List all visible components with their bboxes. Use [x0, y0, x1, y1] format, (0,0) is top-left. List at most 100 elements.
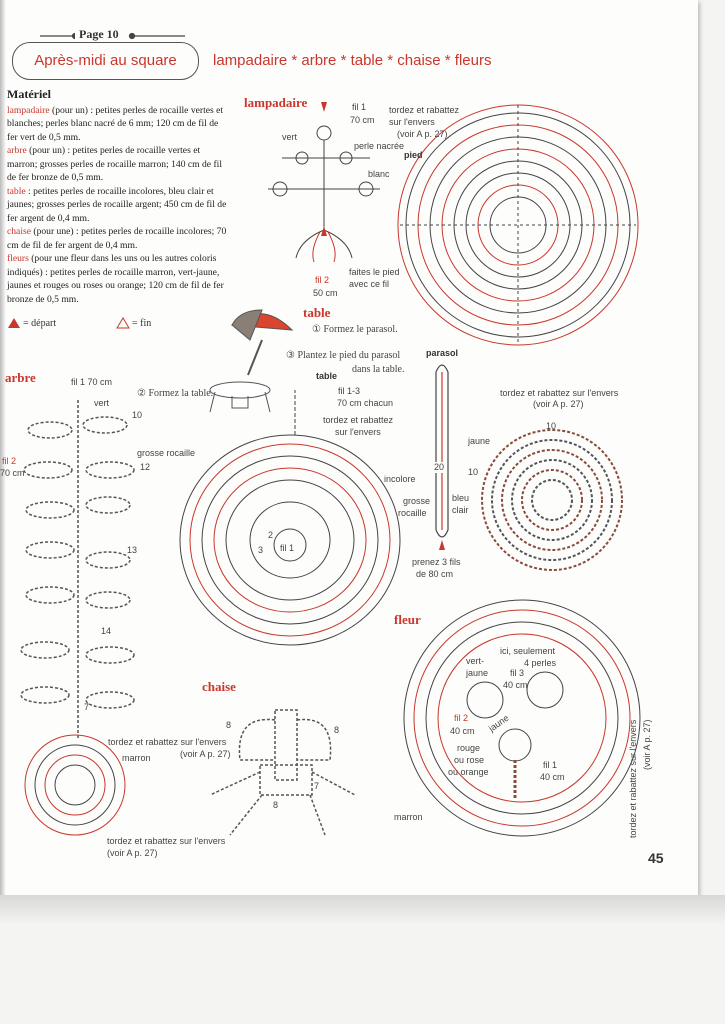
label: vert	[94, 398, 110, 408]
parasol-diagram	[435, 364, 449, 550]
label: 4 perles	[524, 658, 557, 668]
label: jaune	[466, 668, 489, 678]
label: (voir A p. 27)	[180, 749, 231, 759]
label: fil 1	[352, 102, 367, 112]
label: tordez et rabattez	[389, 105, 460, 115]
page-title: Après-midi au square	[34, 52, 177, 69]
label: 70 cm chacun	[337, 398, 394, 408]
label: fil 1 70 cm	[71, 377, 113, 387]
title-pill: Après-midi au square	[12, 42, 199, 80]
label: (voir A p. 27)	[397, 129, 448, 139]
page-tag: Page 10	[75, 27, 123, 42]
page-binding-shadow	[0, 0, 6, 895]
material-item: fleurs (pour une fleur dans les uns ou l…	[7, 253, 224, 305]
label: marron	[394, 812, 423, 822]
label: jaune	[468, 436, 491, 446]
label: grosse	[403, 496, 431, 506]
label: 8	[226, 720, 232, 730]
label: bleu	[452, 493, 470, 503]
label: 70 cm	[0, 468, 25, 478]
label: ou rose	[454, 755, 485, 765]
legend-icons	[8, 317, 130, 329]
label: (voir A p. 27)	[107, 848, 158, 858]
arbre-diagram	[20, 400, 135, 740]
chaise-heading: chaise	[202, 679, 236, 694]
label: dans la table.	[352, 364, 405, 375]
label: ici, seulement	[500, 646, 556, 656]
label: 3	[258, 545, 264, 555]
label: tordez et rabattez	[323, 415, 394, 425]
label: 12	[140, 462, 151, 472]
label: tordez et rabattez sur l'envers	[628, 719, 638, 838]
magazine-page	[0, 0, 698, 895]
label: sur l'envers	[335, 427, 381, 437]
label: 40 cm	[450, 726, 475, 736]
label: 7	[314, 781, 320, 791]
label: rocaille	[398, 508, 427, 518]
label: ① Formez le parasol.	[312, 324, 398, 335]
label: 50 cm	[313, 288, 338, 298]
label: tordez et rabattez sur l'envers	[500, 388, 619, 398]
pied-diagram	[397, 104, 639, 346]
label: grosse rocaille	[137, 448, 196, 458]
scan-background	[0, 895, 725, 925]
label: 10	[546, 421, 557, 431]
materials-heading: Matériel	[7, 87, 51, 101]
page-subtitle: lampadaire * arbre * table * chaise * fl…	[213, 52, 492, 69]
label: 40 cm	[503, 680, 528, 690]
table-diagram	[179, 390, 401, 646]
label: vert	[282, 132, 298, 142]
label: 20	[434, 462, 445, 473]
label: blanc	[368, 169, 390, 179]
materials-block: Matériel lampadaire (pour un) : petites …	[7, 87, 227, 306]
page-number: 45	[648, 850, 664, 866]
label: fil 2	[315, 275, 330, 285]
label: tordez et rabattez sur l'envers	[107, 836, 226, 846]
label: 2	[268, 530, 274, 540]
chaise-diagram	[209, 709, 356, 836]
fleur-diagram	[403, 599, 641, 837]
label: 8	[334, 725, 340, 735]
table-heading: table	[303, 305, 331, 320]
label: clair	[452, 505, 469, 515]
label: 40 cm	[540, 772, 565, 782]
label: ② Formez la table.	[137, 388, 214, 399]
arbre-base-diagram	[24, 734, 126, 836]
material-item: lampadaire (pour un) : petites perles de…	[7, 104, 224, 143]
parasol-top-diagram	[481, 429, 623, 571]
table-subheading: table	[316, 371, 338, 381]
lampadaire-diagram	[268, 102, 380, 263]
label: vert-	[466, 656, 484, 666]
label: 10	[468, 467, 479, 477]
material-item: table : petites perles de rocaille incol…	[7, 185, 227, 224]
label: fil 1-3	[338, 386, 361, 396]
legend-end: = fin	[132, 318, 152, 329]
arbre-heading: arbre	[5, 370, 36, 385]
legend-start: = départ	[23, 318, 57, 329]
label: 13	[127, 545, 138, 555]
label: (voir A p. 27)	[642, 719, 652, 770]
label: de 80 cm	[416, 569, 454, 579]
label: 14	[101, 626, 112, 636]
fleur-heading: fleur	[394, 612, 421, 627]
label: fil 1	[543, 760, 558, 770]
label: fil 3	[510, 668, 525, 678]
material-item: chaise (pour une) : petites perles de ro…	[7, 226, 227, 251]
lampadaire-heading: lampadaire	[244, 95, 308, 110]
label: incolore	[384, 474, 416, 484]
label: 10	[132, 410, 143, 420]
label: perle nacrée	[354, 141, 405, 151]
parasol-heading: parasol	[426, 348, 459, 358]
label: marron	[122, 753, 151, 763]
label: 7	[84, 702, 90, 712]
label: (voir A p. 27)	[533, 399, 584, 409]
label: avec ce fil	[349, 279, 390, 289]
parasol-illustration	[209, 309, 294, 413]
label: tordez et rabattez sur l'envers	[108, 737, 227, 747]
label: sur l'envers	[389, 117, 435, 127]
label: 8	[273, 800, 279, 810]
label: 70 cm	[350, 115, 375, 125]
label: prenez 3 fils	[412, 557, 461, 567]
label: fil 2	[2, 456, 17, 466]
